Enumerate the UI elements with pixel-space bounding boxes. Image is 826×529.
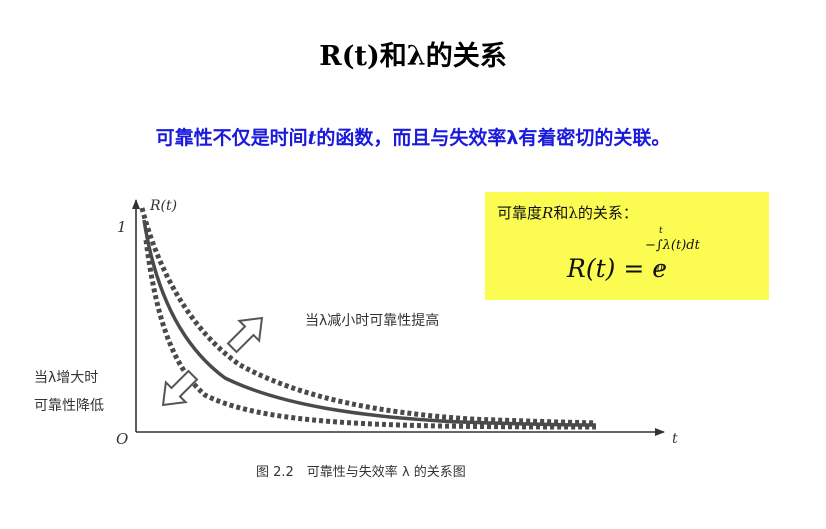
inner-dotted-curve	[143, 239, 597, 430]
x-axis-label: t	[672, 431, 678, 447]
formula-caption: 可靠度R和λ的关系：	[497, 202, 638, 223]
figure-caption: 图 2.2 可靠性与失效率 λ 的关系图	[256, 464, 466, 480]
outer-dotted-curve	[139, 207, 597, 426]
formula-box: 可靠度R和λ的关系： t −∫λ(t)dt 0 R(t) = e	[485, 192, 769, 300]
y-tick-label: 1	[117, 218, 127, 236]
annotation-degrade-line2: 可靠性降低	[34, 398, 104, 414]
slide-title: R(t)和λ的关系	[319, 41, 507, 72]
baseline-reliability-curve	[142, 219, 597, 427]
improve-arrow	[226, 316, 264, 354]
subtitle-text-start: 可靠性不仅是时间	[155, 127, 308, 149]
subtitle-text-end: 的函数，而且与失效率λ有着密切的关联。	[316, 127, 671, 149]
integral-lower-limit: 0	[657, 264, 663, 274]
integral-upper-limit: t	[659, 226, 663, 236]
formula-caption-start: 可靠度	[497, 204, 543, 222]
annotation-degrade-line1: 当λ增大时	[34, 370, 98, 386]
formula-exponent: −∫λ(t)dt	[645, 238, 700, 253]
y-axis-label: R(t)	[149, 198, 177, 214]
subtitle: 可靠性不仅是时间t的函数，而且与失效率λ有着密切的关联。	[0, 123, 826, 150]
annotation-improve: 当λ减小时可靠性提高	[305, 312, 439, 329]
subtitle-variable: t	[307, 127, 317, 149]
formula-caption-variable: R	[542, 204, 554, 222]
origin-label: O	[116, 430, 128, 448]
formula-main: R(t) = e	[567, 254, 668, 283]
formula-caption-end: 和λ的关系：	[553, 204, 638, 222]
degrade-arrow	[161, 369, 199, 407]
